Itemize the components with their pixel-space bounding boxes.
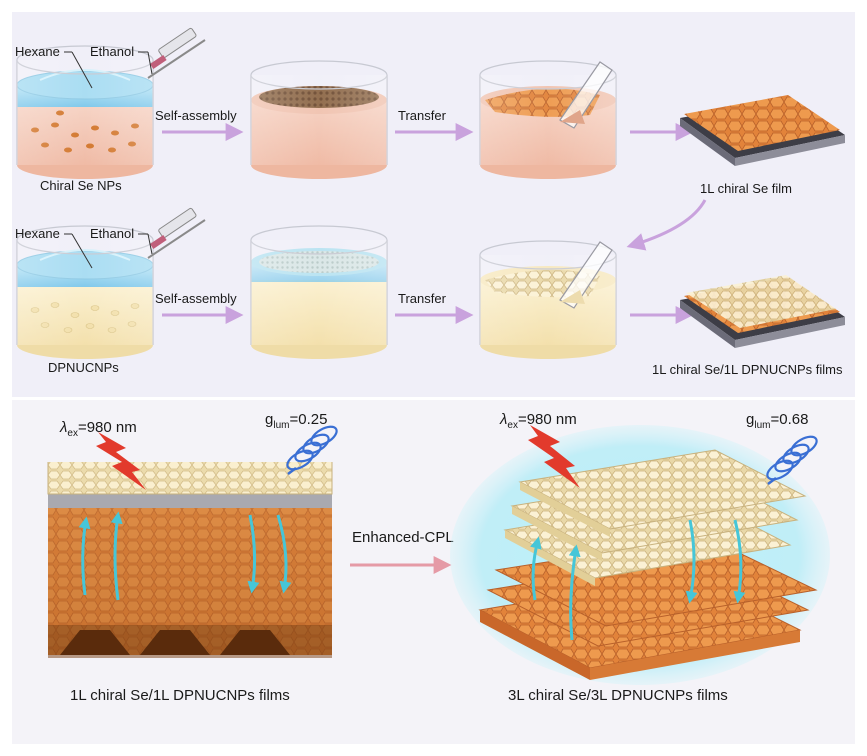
row2-syringe <box>147 207 206 259</box>
row1-to-row2-arrow <box>626 199 707 251</box>
row1-beaker-2 <box>250 60 388 179</box>
row2-hexane-label: Hexane <box>15 226 60 241</box>
row1-hexane-label: Hexane <box>15 44 60 59</box>
row2-ethanol-label: Ethanol <box>90 226 134 241</box>
right-laser-bolt-icon <box>528 425 580 488</box>
row1-step2-label: Transfer <box>398 108 447 123</box>
row1-product-label: 1L chiral Se film <box>700 181 792 196</box>
right-caption: 3L chiral Se/3L DPNUCNPs films <box>508 687 728 704</box>
row1-ethanol-label: Ethanol <box>90 44 134 59</box>
left-lambda-label: λex=980 nm <box>59 419 137 439</box>
row2-product-label: 1L chiral Se/1L DPNUCNPs films <box>652 362 843 377</box>
row1-beaker-3 <box>479 60 617 179</box>
left-caption: 1L chiral Se/1L DPNUCNPs films <box>70 687 290 704</box>
row1-beaker-1 <box>16 45 154 179</box>
left-helix-icon <box>286 425 338 476</box>
row2-step2-label: Transfer <box>398 291 447 306</box>
right-glum-label: glum=0.68 <box>746 411 808 431</box>
left-film-cross-section <box>47 462 333 658</box>
row2-ethanol-leader-2 <box>147 233 153 255</box>
row1-hexane-leader-2 <box>71 51 93 89</box>
row2-particles-label: DPNUCNPs <box>48 360 119 375</box>
right-helix-icon <box>766 435 818 486</box>
left-cyan-arrows <box>78 511 292 601</box>
right-cyan-arrows <box>530 519 746 641</box>
row1-ethanol-leader-2 <box>147 51 153 75</box>
row1-particles-label: Chiral Se NPs <box>40 178 122 193</box>
right-film-stack <box>450 425 830 685</box>
row2-product-film <box>680 275 845 348</box>
row1-syringe <box>147 27 206 79</box>
row2-beaker-2 <box>250 225 388 359</box>
row1-product-film <box>680 95 845 166</box>
row2-beaker-1 <box>16 225 154 359</box>
row2-beaker-3 <box>479 240 617 359</box>
row2-step1-label: Self-assembly <box>155 291 237 306</box>
right-lambda-label: λex=980 nm <box>499 411 577 431</box>
left-glum-label: glum=0.25 <box>265 411 327 431</box>
row1-step1-label: Self-assembly <box>155 108 237 123</box>
enhanced-cpl-label: Enhanced-CPL <box>352 529 454 546</box>
left-laser-bolt-icon <box>96 432 146 490</box>
row2-hexane-leader-2 <box>71 233 93 269</box>
